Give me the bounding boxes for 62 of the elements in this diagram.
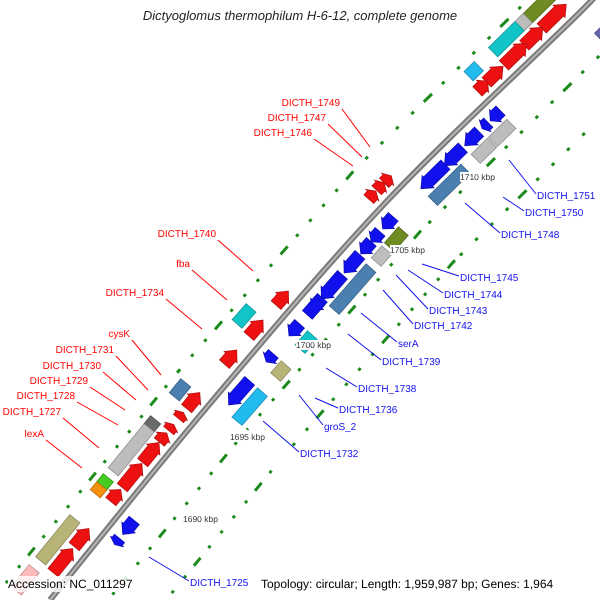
- leader-line: [408, 270, 444, 294]
- gene-label: DICTH_1742: [414, 321, 472, 333]
- gene-label: DICTH_1740: [158, 229, 216, 241]
- leader-line: [502, 196, 524, 212]
- leader-line: [328, 124, 362, 158]
- leader-line: [348, 334, 382, 360]
- gene-label: DICTH_1731: [56, 345, 114, 357]
- title: Dictyoglomus thermophilum H-6-12, complete genome: [142, 8, 458, 24]
- gene-label: DICTH_1729: [30, 376, 88, 388]
- gene-label: DICTH_1746: [254, 128, 312, 140]
- gene-label: DICTH_1734: [106, 288, 164, 300]
- leader-line: [422, 264, 460, 276]
- gene-label: groS_2: [324, 422, 356, 434]
- leader-line: [90, 386, 126, 410]
- gene-label: DICTH_1751: [537, 191, 596, 203]
- gene-label: fba: [176, 259, 190, 271]
- scale-label: 1690 kbp: [183, 514, 218, 524]
- gene-label: DICTH_1725: [190, 578, 248, 590]
- footer-text: Topology: circular; Length: 1,959,987 bp; Genes: 1,964: [261, 576, 554, 592]
- leader-line: [262, 420, 300, 452]
- leader-line: [464, 202, 500, 234]
- leader-line: [218, 240, 254, 272]
- gene-label: DICTH_1749: [282, 98, 340, 110]
- gene-label: DICTH_1727: [2, 407, 61, 419]
- gene-label: DICTH_1736: [339, 405, 398, 417]
- leader-line: [298, 394, 324, 426]
- gene-label: DICTH_1748: [501, 230, 560, 242]
- scale-label: 1695 kbp: [230, 432, 265, 442]
- footer-text: Accession: NC_011297: [8, 576, 133, 592]
- scale-label: 1710 kbp: [460, 172, 495, 182]
- gene-label: DICTH_1728: [16, 391, 75, 403]
- leader-line: [148, 556, 190, 582]
- leader-line: [508, 160, 536, 194]
- gene-label: cysK: [108, 329, 130, 341]
- leader-line: [314, 138, 354, 166]
- leader-line: [396, 274, 428, 310]
- gene-label: DICTH_1738: [358, 384, 416, 396]
- leader-line: [116, 356, 148, 390]
- leader-line: [326, 368, 358, 388]
- gene-label: DICTH_1745: [460, 273, 518, 285]
- gene-label: serA: [398, 339, 419, 351]
- leader-line: [360, 312, 398, 342]
- gene-label: DICTH_1730: [42, 361, 101, 373]
- scale-label: 1700 kbp: [296, 340, 331, 350]
- leader-line: [132, 340, 162, 376]
- leader-line: [342, 108, 370, 148]
- scale-label: 1705 kbp: [390, 245, 425, 255]
- gene-label: lexA: [24, 429, 44, 441]
- leader-line: [192, 270, 228, 300]
- leader-line: [382, 290, 414, 324]
- gene-label: DICTH_1747: [268, 113, 326, 125]
- leader-line: [62, 418, 100, 448]
- gene-label: DICTH_1732: [300, 449, 358, 461]
- gene-label: DICTH_1750: [525, 208, 584, 220]
- leader-line: [76, 402, 118, 426]
- leader-line: [166, 298, 202, 330]
- gene-label: DICTH_1743: [429, 306, 488, 318]
- leader-line: [46, 440, 82, 468]
- leader-line: [314, 398, 338, 408]
- leader-line: [102, 372, 136, 400]
- gene-label: DICTH_1739: [382, 357, 440, 369]
- gene-label: DICTH_1744: [444, 290, 502, 302]
